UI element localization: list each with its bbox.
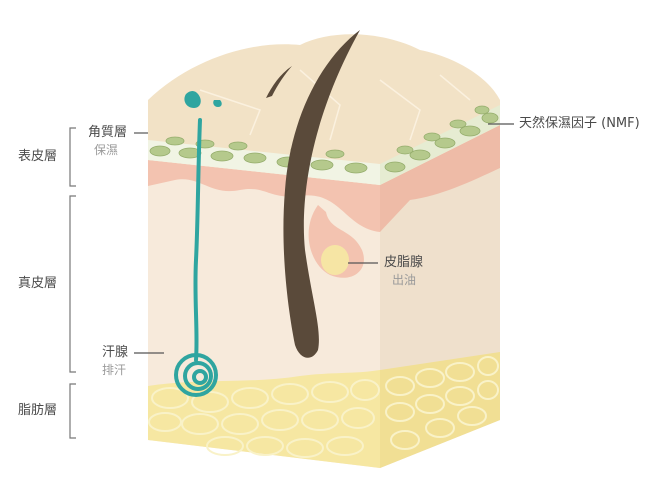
bracket-subcutis bbox=[69, 383, 76, 439]
epidermis-band-side bbox=[380, 125, 500, 232]
callout-sweat-gland: 汗腺 bbox=[102, 345, 129, 360]
sebaceous-gland bbox=[321, 245, 349, 275]
hair-strand-small bbox=[266, 66, 292, 98]
sweat-gland-coil-3 bbox=[192, 369, 208, 385]
callout-stratum-corneum-sub: 保濕 bbox=[94, 143, 119, 157]
callout-sebaceous-gland-sub: 出油 bbox=[392, 273, 417, 287]
callout-nmf: 天然保濕因子 (NMF) bbox=[519, 116, 640, 131]
sweat-droplet-small bbox=[213, 100, 222, 107]
sweat-gland-coil-1 bbox=[174, 353, 218, 397]
sweat-duct bbox=[193, 118, 202, 362]
surface-cell-lines bbox=[199, 69, 471, 141]
callout-sweat-gland-sub: 排汗 bbox=[102, 363, 127, 377]
bracket-epidermis bbox=[69, 127, 76, 187]
epidermis-band-front bbox=[148, 160, 380, 232]
sweat-droplet-large bbox=[184, 91, 201, 108]
layer-label-epidermis: 表皮層 bbox=[18, 149, 58, 164]
callout-sebaceous-gland: 皮脂腺 bbox=[384, 255, 424, 270]
layer-label-subcutis: 脂肪層 bbox=[18, 403, 58, 418]
sweat-gland-coil-2 bbox=[183, 361, 213, 391]
hair-shaft bbox=[283, 30, 360, 358]
stratum-corneum-band-front bbox=[148, 140, 380, 185]
layer-brackets bbox=[69, 127, 76, 439]
layer-label-dermis: 真皮層 bbox=[18, 276, 58, 291]
fat-layer-front bbox=[148, 370, 380, 468]
callout-stratum-corneum: 角質層 bbox=[88, 125, 128, 140]
callout-leaders bbox=[134, 123, 514, 354]
bracket-dermis bbox=[69, 195, 76, 373]
fat-cells bbox=[148, 356, 499, 458]
